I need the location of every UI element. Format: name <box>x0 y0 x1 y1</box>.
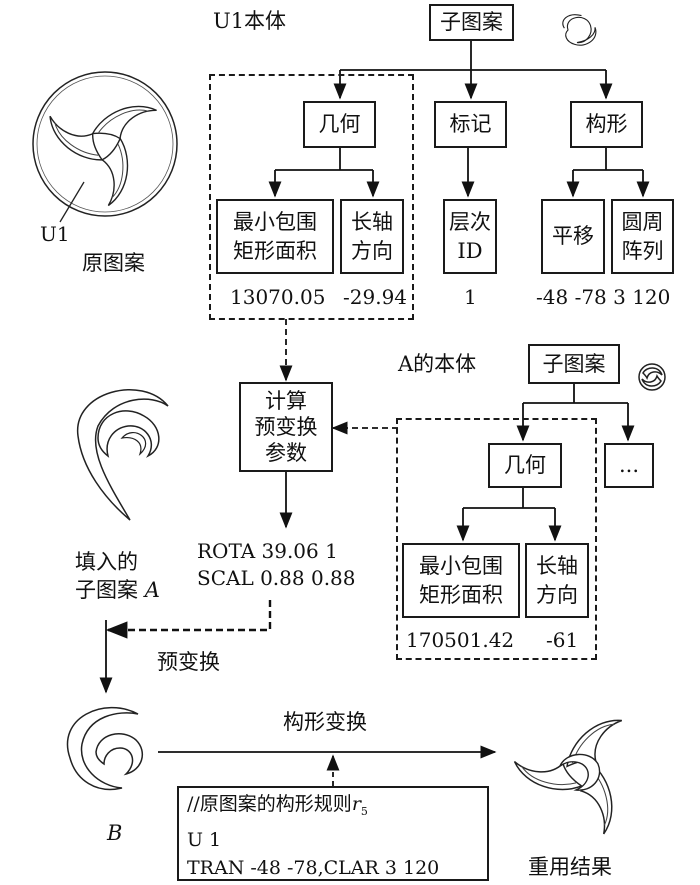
rule-line-3: TRAN -48 -78,CLAR 3 120 <box>187 856 440 879</box>
a-ontology-group <box>396 418 597 660</box>
level-id-node: 层次 ID <box>443 199 497 274</box>
scal-param: SCAL 0.88 0.88 <box>197 566 356 590</box>
top-geometry-group <box>209 74 414 320</box>
filled-subpattern-label-line1: 填入的 <box>75 550 138 574</box>
pattern-a-figure <box>77 389 169 521</box>
top-subpattern-node: 子图案 <box>429 4 514 41</box>
u1-pointer-line <box>59 181 85 223</box>
a-bbox-area-value: 170501.42 <box>406 628 515 652</box>
pattern-b-figure <box>66 706 144 791</box>
original-pattern-label: 原图案 <box>82 251 145 275</box>
a-subpattern-node: 子图案 <box>528 344 620 384</box>
rule-line-1-prefix: //原图案的构形规则 <box>187 793 352 815</box>
top-bbox-area-value: 13070.05 <box>230 285 326 309</box>
a-long-axis-node: 长轴 方向 <box>525 543 589 618</box>
config-rule-box: //原图案的构形规则r5 U 1 TRAN -48 -78,CLAR 3 120 <box>177 786 489 881</box>
original-pattern-figure <box>32 71 178 217</box>
config-values: -48 -78 3 120 <box>536 285 671 309</box>
config-transform-label: 构形变换 <box>283 710 367 734</box>
a-ontology-label: A的本体 <box>398 352 477 376</box>
u1-label: U1 <box>40 222 70 246</box>
rule-line-1: //原图案的构形规则r5 <box>187 790 487 826</box>
rota-param: ROTA 39.06 1 <box>197 539 338 563</box>
top-config-node: 构形 <box>570 101 643 148</box>
top-subpattern-icon <box>562 14 597 46</box>
filled-subpattern-var: A <box>144 578 160 602</box>
reuse-result-figure <box>509 709 632 838</box>
u1-ontology-label: U1本体 <box>213 9 287 33</box>
level-id-value: 1 <box>464 285 477 309</box>
pre-transform-label: 预变换 <box>157 650 220 674</box>
a-tree-connectors <box>456 383 635 542</box>
rule-line-2: U 1 <box>187 828 222 851</box>
rule-var-sub: 5 <box>360 804 368 818</box>
rule-var: r <box>351 793 361 815</box>
top-long-axis-value: -29.94 <box>343 285 408 309</box>
b-label: B <box>107 821 123 845</box>
top-tree-connectors <box>268 40 650 198</box>
filled-subpattern-label-line2: 子图案 A <box>75 578 160 602</box>
compute-pretransform-box: 计算 预变换 参数 <box>239 382 333 472</box>
translate-node: 平移 <box>541 199 605 274</box>
a-bbox-area-node: 最小包围 矩形面积 <box>402 543 520 618</box>
top-bbox-area-node: 最小包围 矩形面积 <box>216 199 334 274</box>
top-long-axis-node: 长轴 方向 <box>340 199 404 274</box>
circular-array-node: 圆周 阵列 <box>611 199 674 274</box>
filled-subpattern-text: 子图案 <box>75 578 138 602</box>
flow-arrows <box>99 319 497 786</box>
a-geometry-node: 几何 <box>488 443 562 488</box>
a-more-node: ... <box>604 443 654 488</box>
a-subpattern-icon <box>638 363 666 391</box>
top-mark-node: 标记 <box>434 101 507 148</box>
reuse-result-label: 重用结果 <box>528 855 612 879</box>
top-geometry-node: 几何 <box>303 101 376 148</box>
a-long-axis-value: -61 <box>546 628 579 652</box>
